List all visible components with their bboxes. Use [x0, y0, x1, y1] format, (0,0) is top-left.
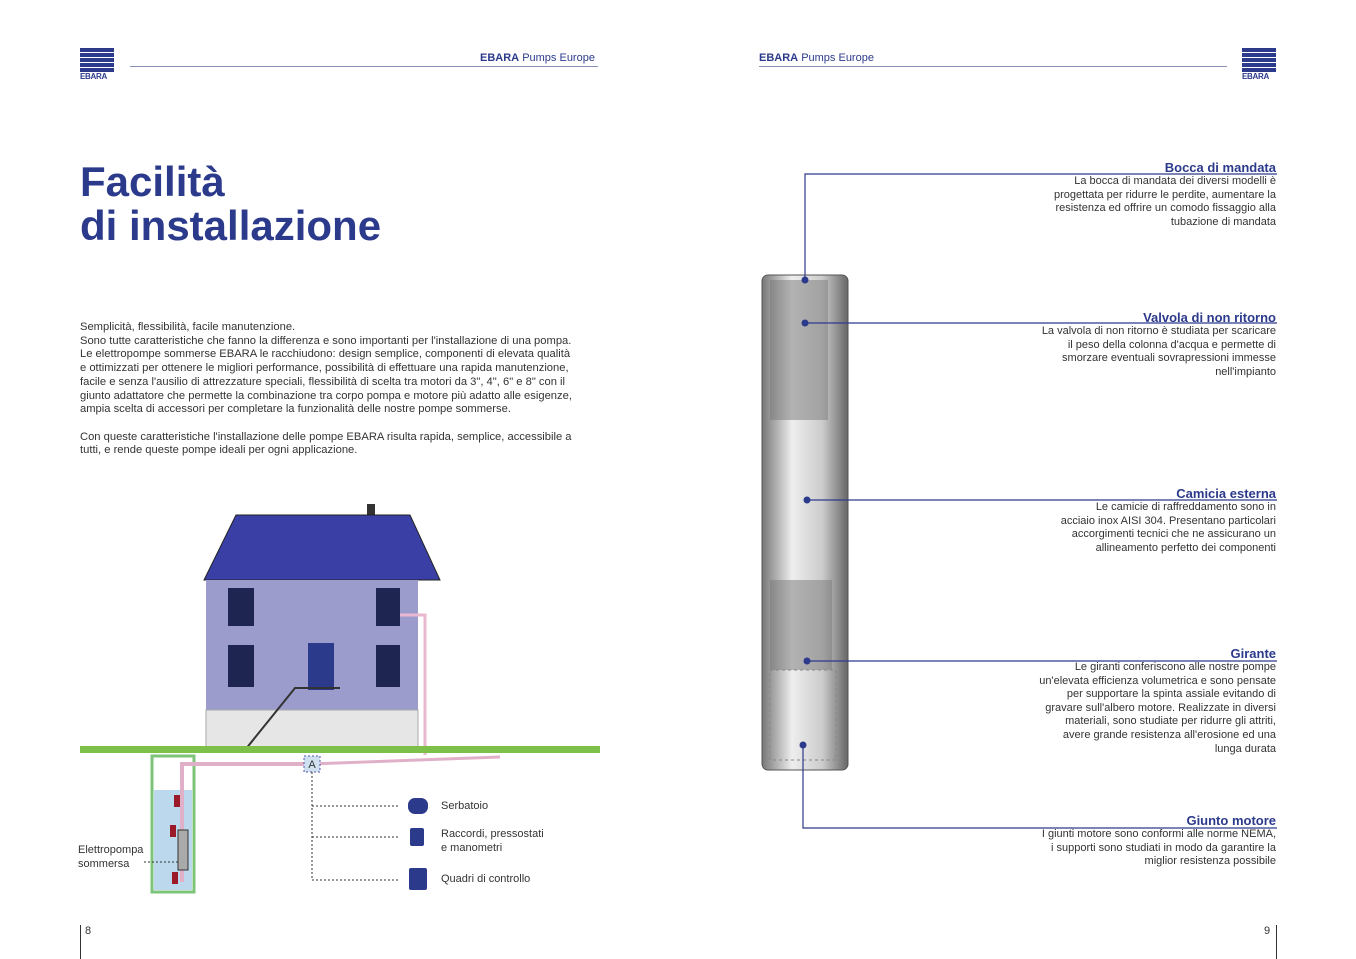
- text-line: La bocca di mandata dei diversi modelli …: [1074, 175, 1276, 187]
- text-line: facile e senza l'ausilio di attrezzature…: [80, 375, 566, 388]
- text-line: per supportare la spinta assiale evitand…: [1066, 688, 1276, 701]
- page-number-left: 8: [85, 925, 92, 937]
- accessory-tank: Serbatoio: [441, 800, 489, 812]
- text-line: Sono tutte caratteristiche che fanno la …: [80, 334, 572, 347]
- text-line: il peso della colonna d'acqua e permette…: [1067, 338, 1276, 351]
- text-line: accorgimenti tecnici che ne assicurano u…: [1071, 528, 1276, 541]
- text-line: un'elevata efficienza volumetrica e sono…: [1039, 674, 1276, 687]
- text-line: tutti, e rende queste pompe ideali per o…: [80, 444, 358, 457]
- fitting-icon: [410, 828, 424, 846]
- text-line: ampia scelta di accessori per completare…: [80, 403, 511, 416]
- windows: [228, 588, 400, 690]
- header-brand: EBARA Pumps Europe: [480, 52, 595, 64]
- text-line: Con queste caratteristiche l'installazio…: [80, 430, 572, 443]
- text-line: acciaio inox AISI 304. Presentano partic…: [1060, 514, 1276, 527]
- text-line: La valvola di non ritorno è studiata per…: [1041, 325, 1276, 337]
- roof: [203, 514, 441, 581]
- text-line: smorzare eventuali sovrapressioni immess…: [1062, 352, 1276, 365]
- accessory-control: Quadri di controllo: [441, 873, 531, 885]
- text-line: e ottimizzati per ottenere le migliori p…: [80, 362, 569, 375]
- text-line: avere grande resistenza all'erosione ed …: [1062, 728, 1276, 741]
- text-line: tubazione di mandata: [1170, 215, 1276, 228]
- intro-text: Semplicità, flessibilità, facile manuten…: [80, 321, 600, 458]
- ebara-logo-right: EBARA: [1242, 48, 1276, 81]
- text-line: resistenza ed offrire un comodo fissaggi…: [1055, 202, 1276, 215]
- text-line: Le giranti conferiscono alle nostre pomp…: [1074, 661, 1276, 673]
- grass: [80, 746, 600, 753]
- discharge-pipe: [180, 762, 310, 882]
- page-number-right: 9: [1264, 925, 1271, 937]
- marker-a: A: [308, 759, 316, 771]
- text-line: allineamento perfetto dei componenti: [1095, 541, 1276, 554]
- house-pipe: [400, 613, 427, 755]
- header-rule: [130, 66, 598, 67]
- text-line: materiali, sono studiate per ridurre gli…: [1065, 715, 1276, 728]
- text-line: giunto adattatore che permette la combin…: [80, 389, 572, 402]
- stairs: [244, 687, 340, 751]
- control-panel-icon: [409, 868, 427, 890]
- installation-diagram: A: [80, 504, 600, 894]
- tank-icon: [408, 798, 428, 814]
- text-line: nell'impianto: [1215, 365, 1276, 378]
- text-line: progettata per ridurre le perdite, aumen…: [1054, 188, 1276, 201]
- ebara-logo: EBARA: [80, 48, 114, 81]
- submersible-pump: [177, 829, 189, 871]
- pump-illustration: [761, 173, 1277, 829]
- header-rule-right: [759, 66, 1227, 67]
- text-line: Le elettropompe sommerse EBARA le racchi…: [80, 348, 571, 361]
- text-line: gravare sull'albero motore. Realizzate i…: [1045, 701, 1276, 714]
- header-brand-right: EBARA Pumps Europe: [759, 52, 874, 64]
- text-line: miglior resistenza possibile: [1144, 855, 1276, 868]
- text-line: Le camicie di raffreddamento sono in: [1095, 501, 1276, 513]
- text-line: i supporti sono studiati in modo da gara…: [1050, 841, 1276, 854]
- chimney: [367, 504, 375, 516]
- text-line: Semplicità, flessibilità, facile manuten…: [80, 321, 296, 333]
- house-base: [205, 709, 419, 751]
- text-line: lunga durata: [1214, 742, 1276, 755]
- well: [150, 754, 196, 894]
- text-line: I giunti motore sono conformi alle norme…: [1041, 828, 1276, 840]
